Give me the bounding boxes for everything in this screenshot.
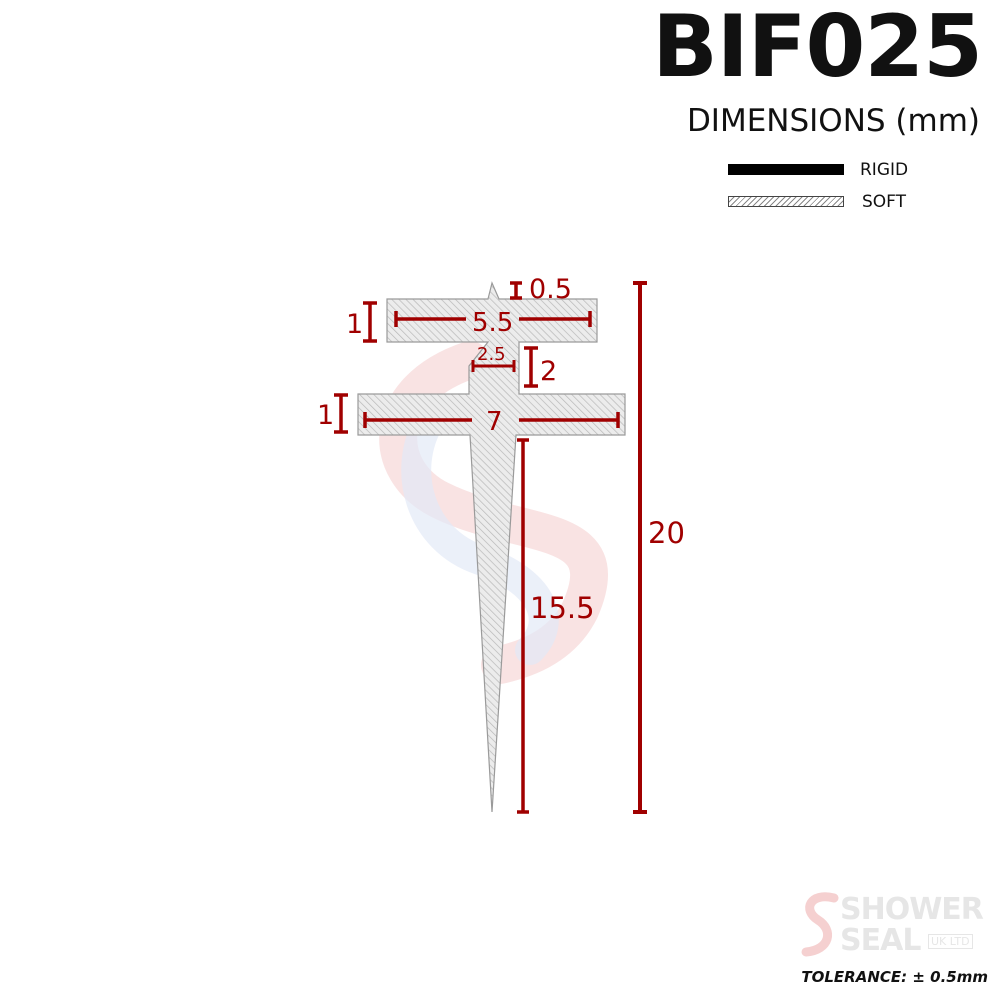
- total-height-label: 20: [648, 516, 685, 550]
- top-flange-width-line: [394, 311, 592, 327]
- soft-legend-label: SOFT: [862, 192, 907, 212]
- tip-dimension-line: [510, 281, 522, 300]
- lower-flange-width-label: 7: [486, 407, 503, 437]
- neck-width-label: 2.5: [477, 344, 506, 365]
- watermark-line1: SHOWER: [840, 892, 984, 927]
- tolerance-note: TOLERANCE: ± 0.5mm: [801, 968, 988, 986]
- rigid-legend-label: RIGID: [860, 160, 909, 180]
- watermark-line3: UK LTD: [928, 934, 973, 949]
- watermark-s-icon: [801, 892, 839, 957]
- total-height-line: [633, 281, 647, 814]
- neck-height-label: 2: [540, 356, 557, 387]
- neck-width-line: [471, 360, 516, 372]
- lower-flange-width-line: [363, 412, 620, 428]
- blade-length-label: 15.5: [530, 591, 595, 625]
- dimensions-subtitle: DIMENSIONS (mm): [686, 103, 980, 139]
- lower-flange-thickness-line: [334, 393, 348, 434]
- company-watermark-logo: SHOWER SEAL UK LTD: [800, 890, 990, 960]
- tip-dimension-label: 0.5: [529, 274, 572, 305]
- neck-height-line: [524, 346, 538, 388]
- top-flange-width-label: 5.5: [472, 308, 513, 338]
- top-flange-thickness-label: 1: [346, 309, 363, 340]
- lower-flange-thickness-label: 1: [317, 400, 334, 431]
- seal-profile-shape: [357, 281, 626, 813]
- rigid-legend-swatch: [728, 164, 844, 175]
- soft-legend-swatch: [728, 196, 844, 207]
- blade-length-line: [517, 438, 529, 814]
- watermark-line2: SEAL: [840, 923, 921, 958]
- top-flange-thickness-line: [363, 301, 377, 343]
- product-code-title: BIF025: [652, 0, 983, 97]
